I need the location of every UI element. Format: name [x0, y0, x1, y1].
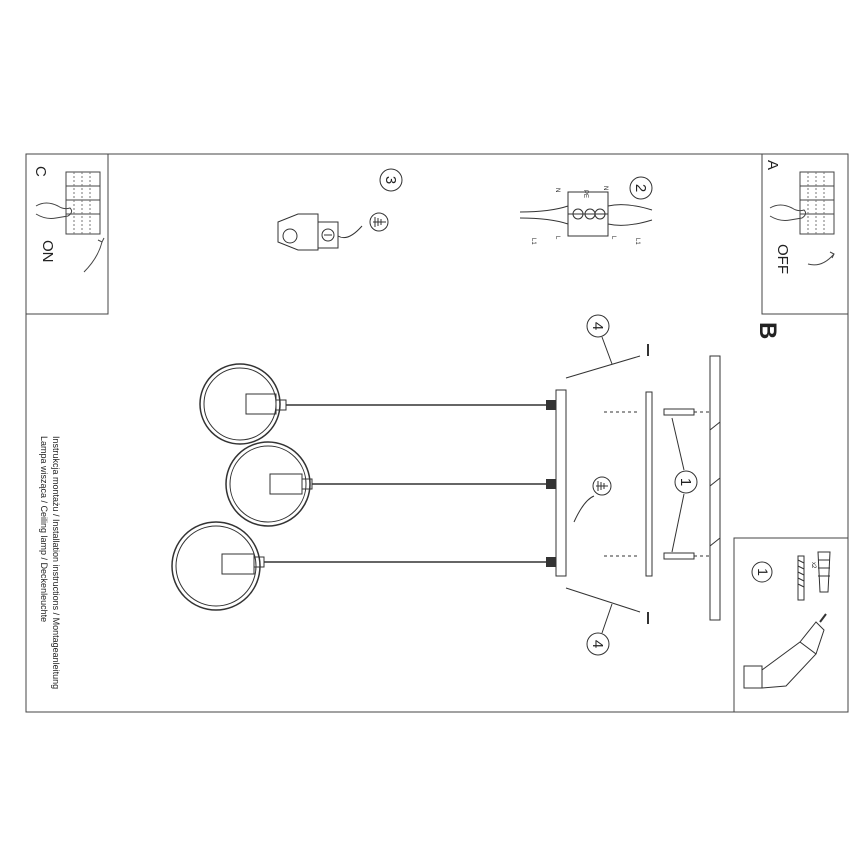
ground-symbol-icon [369, 212, 389, 232]
hand-icon [35, 202, 73, 219]
callout-circle [674, 470, 698, 494]
screws-callout-number: 1 [677, 478, 694, 486]
panel-a-state: OFF [774, 244, 791, 274]
mounting-bracket [645, 391, 653, 577]
panel-a-letter: A [764, 160, 781, 170]
panel-c: C ON [25, 153, 109, 315]
panel-c-letter: C [32, 166, 49, 177]
wiring-step: 2 N N L L L1 L1 PE [519, 176, 653, 245]
wire-label-l1: L1 [634, 238, 640, 245]
curved-arrow-icon [83, 241, 103, 273]
panel-a: A OFF [761, 153, 849, 315]
ceiling [709, 355, 721, 621]
wire-label-l: L [610, 236, 616, 240]
panel-tools: 1 x2 [733, 537, 849, 713]
panel-c-state: ON [39, 240, 56, 263]
wire-label-n: N [602, 186, 608, 190]
panel-b-letter: B [754, 322, 781, 339]
dowel-upper [604, 408, 712, 416]
cable-callout-number-bottom: 4 [589, 640, 606, 648]
wire [607, 204, 653, 226]
caption-line-2: Lampa wisząca / Ceiling lamp / Deckenleu… [39, 436, 49, 622]
pendant-ring-middle [225, 441, 313, 527]
callout-circle [586, 314, 610, 338]
pendant-ring-bottom [171, 521, 265, 611]
drill-icon [743, 613, 827, 689]
caption-line-1: Instrukcja montażu / Installation instru… [51, 436, 61, 689]
ground-terminal-icon [277, 213, 363, 251]
ground-symbol-icon [573, 476, 612, 523]
ground-step: 3 [277, 168, 403, 251]
hand-icon [769, 204, 807, 221]
callout-circle [379, 168, 403, 192]
wiring-callout-number: 2 [632, 184, 649, 192]
callout-circle [586, 632, 610, 656]
sheet-frame [25, 153, 849, 713]
wire-label-l: L [554, 236, 560, 240]
main-assembly: 1 4 4 [171, 314, 721, 656]
ground-callout-number: 3 [382, 176, 399, 184]
callout-circle [751, 561, 773, 583]
callout-circle [629, 176, 653, 200]
tools-qty: x2 [810, 562, 816, 569]
wire-label-n: N [554, 188, 560, 192]
canopy [555, 389, 567, 577]
tools-callout-number: 1 [755, 568, 771, 576]
curved-arrow-icon [807, 253, 835, 266]
wall-plug-icon [817, 551, 831, 593]
pendant-ring-top [199, 363, 287, 445]
terminal-block-icon [567, 191, 609, 237]
wire-label-l1: L1 [530, 238, 536, 245]
wire [519, 205, 569, 225]
breaker-box-icon [65, 171, 101, 235]
wire-label-pe: PE [582, 190, 588, 198]
dowel-lower [604, 552, 712, 560]
breaker-box-icon [799, 171, 835, 235]
screw-icon [797, 555, 805, 601]
cable-callout-number-top: 4 [589, 322, 606, 330]
